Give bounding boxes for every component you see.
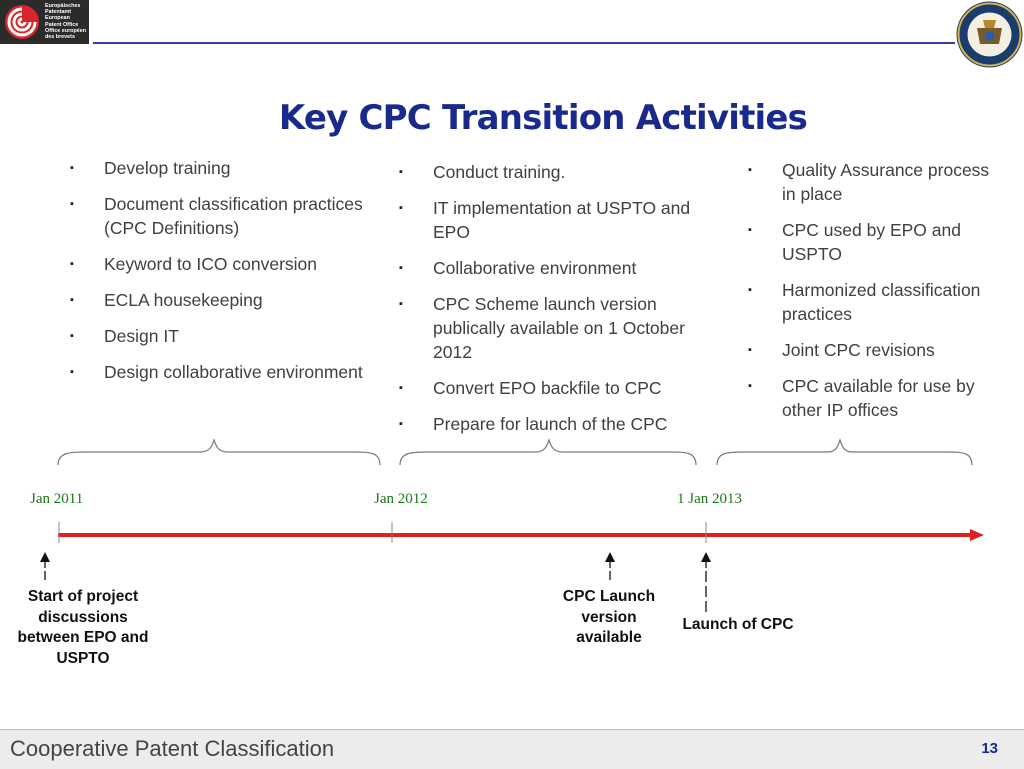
marker-arrow-start (40, 552, 50, 580)
list-item: Keyword to ICO conversion (66, 252, 366, 276)
epo-logo: Europäisches Patentamt European Patent O… (0, 0, 89, 44)
epo-swirl-icon (5, 5, 39, 39)
list-item: CPC available for use by other IP office… (744, 374, 1004, 422)
date-label-jan-2013: 1 Jan 2013 (677, 491, 742, 507)
timeline-diagram (40, 438, 984, 612)
slide-title: Key CPC Transition Activities (278, 98, 808, 138)
brace-phase-3 (716, 438, 973, 466)
header-rule (93, 42, 955, 44)
list-item: CPC Scheme launch version publically ava… (395, 292, 715, 364)
marker-caption-start: Start of project discussions between EPO… (17, 588, 149, 667)
list-item: CPC used by EPO and USPTO (744, 218, 1004, 266)
list-item: Conduct training. (395, 160, 715, 184)
brace-phase-1 (57, 438, 381, 466)
list-item: Document classification practices (CPC D… (66, 192, 366, 240)
activities-list-phase-1: Develop training Document classification… (66, 156, 366, 396)
uspto-seal-icon (956, 1, 1023, 68)
page-number: 13 (981, 740, 998, 757)
activities-list-phase-2: Conduct training. IT implementation at U… (395, 160, 715, 448)
footer-title: Cooperative Patent Classification (10, 736, 335, 761)
epo-logo-text: Europäisches Patentamt European Patent O… (45, 3, 87, 41)
list-item: Develop training (66, 156, 366, 180)
list-item: Design collaborative environment (66, 360, 366, 384)
list-item: ECLA housekeeping (66, 288, 366, 312)
marker-caption-launch-of-cpc: Launch of CPC (682, 616, 794, 633)
list-item: Collaborative environment (395, 256, 715, 280)
timeline-arrowhead (970, 529, 984, 541)
date-label-jan-2011: Jan 2011 (30, 491, 84, 507)
date-label-jan-2012: Jan 2012 (374, 491, 428, 507)
brace-phase-2 (399, 438, 697, 466)
list-item: Harmonized classification practices (744, 278, 1004, 326)
marker-arrow-cpc-launch-version (605, 552, 615, 580)
list-item: Quality Assurance process in place (744, 158, 1004, 206)
list-item: Prepare for launch of the CPC (395, 412, 715, 436)
activities-list-phase-3: Quality Assurance process in place CPC u… (744, 158, 1004, 434)
footer-bar: Cooperative Patent Classification 13 (0, 729, 1024, 769)
list-item: Design IT (66, 324, 366, 348)
marker-caption-cpc-launch-version: CPC Launch version available (562, 588, 656, 646)
list-item: IT implementation at USPTO and EPO (395, 196, 715, 244)
list-item: Joint CPC revisions (744, 338, 1004, 362)
marker-arrow-launch-of-cpc (701, 552, 711, 612)
list-item: Convert EPO backfile to CPC (395, 376, 715, 400)
